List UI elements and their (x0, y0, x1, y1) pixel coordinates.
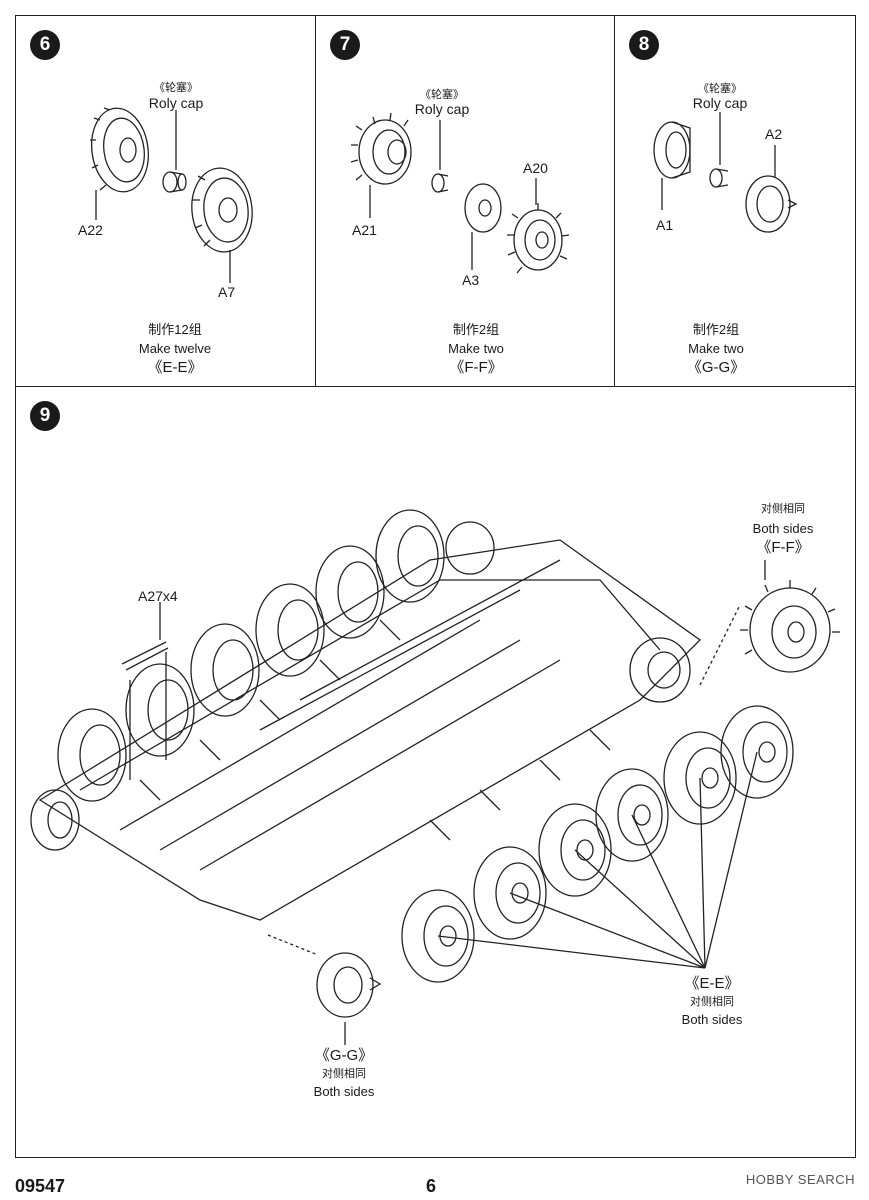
step-7-drawing (350, 112, 570, 274)
step-6-caption: 制作12组 Make twelve 《E-E》 (139, 320, 211, 377)
step-7-caption: 制作2组 Make two 《F-F》 (448, 320, 504, 377)
step-9-panel (15, 386, 856, 1158)
step-6-badge: 6 (30, 30, 60, 60)
step-9-ee-en: Both sides (681, 1012, 743, 1027)
step-7-qty-en: Make two (448, 341, 504, 356)
step-7-part-right: A20 (523, 160, 548, 176)
step-9-ee-cn: 对侧相同 (689, 996, 734, 1008)
step-9-gg-callout: 《G-G》 对侧相同 Both sides (314, 1047, 375, 1101)
step-9-ff-callout: 对侧相同 Both sides 《F-F》 (753, 500, 814, 557)
step-7-part-left: A21 (352, 222, 377, 238)
step-8-qty-cn: 制作2组 (692, 322, 740, 337)
step-9-gg-cn: 对侧相同 (321, 1068, 366, 1080)
step-6-qty-en: Make twelve (138, 341, 212, 356)
step-7-code: 《F-F》 (449, 359, 503, 376)
step-6-cap-cn: 《轮塞》 (154, 82, 198, 94)
step-9-badge: 9 (30, 401, 60, 431)
step-8-badge: 8 (629, 30, 659, 60)
page-number: 6 (426, 1176, 437, 1196)
step-8-drawing (653, 112, 798, 233)
step-9-gg-en: Both sides (313, 1084, 375, 1099)
step-6-part-right: A7 (218, 284, 236, 300)
step-9-drawing (30, 509, 840, 1045)
step-6-cap-en: Roly cap (148, 95, 204, 111)
step-8-cap-cn: 《轮塞》 (698, 83, 742, 95)
step-7-cap-cn: 《轮塞》 (420, 89, 464, 101)
watermark: HOBBY SEARCH (745, 1172, 855, 1187)
step-9-ff-en: Both sides (752, 521, 814, 536)
step-7-qty-cn: 制作2组 (452, 322, 500, 337)
step-8-cap-en: Roly cap (692, 95, 748, 111)
step-6-drawing (90, 107, 253, 283)
step-9-ff-cn: 对侧相同 (760, 503, 805, 515)
step-8-code: 《G-G》 (686, 359, 746, 376)
step-8-part-right: A2 (765, 126, 783, 142)
step-7-cap-en: Roly cap (414, 101, 470, 117)
step-9-part-a27: A27x4 (138, 588, 178, 604)
step-8-part-left: A1 (656, 217, 674, 233)
step-8-caption: 制作2组 Make two 《G-G》 (687, 320, 745, 377)
step-6-part-left: A22 (78, 222, 103, 238)
step-9-ff-code: 《F-F》 (756, 539, 810, 556)
step-7-part-middle: A3 (462, 272, 480, 288)
kit-number: 09547 (15, 1176, 66, 1196)
step-9-gg-code: 《G-G》 (314, 1047, 374, 1064)
step-6-qty-cn: 制作12组 (148, 322, 202, 337)
step-7-badge: 7 (330, 30, 360, 60)
step-8-qty-en: Make two (688, 341, 744, 356)
step-9-ee-callout: 《E-E》 对侧相同 Both sides (682, 975, 743, 1029)
step-9-ee-code: 《E-E》 (684, 975, 740, 992)
step-6-code: 《E-E》 (147, 359, 203, 376)
